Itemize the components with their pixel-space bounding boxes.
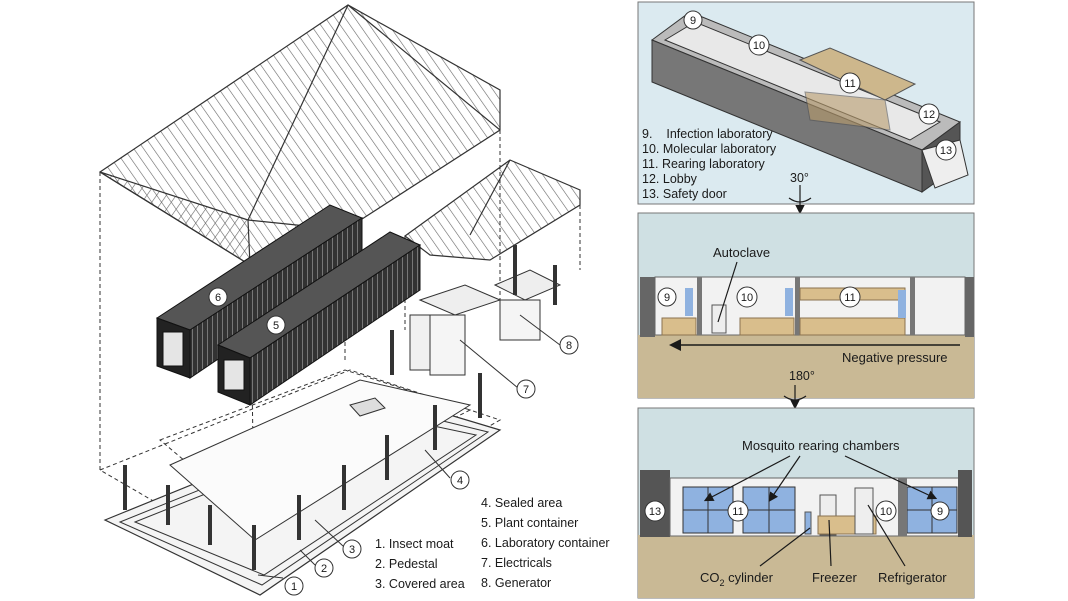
bottom-callout-11: 11 [732, 506, 743, 518]
rearing-chamber-left [682, 486, 734, 534]
callout-3: 3 [349, 544, 355, 556]
top-callout-13: 13 [940, 145, 952, 157]
bottom-callout-13: 13 [649, 506, 661, 518]
refrigerator-shape [854, 487, 874, 535]
legend-item: 4. Sealed area [481, 496, 563, 510]
main-roof [98, 4, 501, 267]
callout-5: 5 [273, 320, 279, 332]
callout-2: 2 [321, 563, 327, 575]
callout-circle-6 [208, 287, 228, 307]
co2-cylinder-shape [804, 511, 812, 535]
callout-circle-3 [342, 539, 362, 559]
site-legend-right: 4. Sealed area 5. Plant container 6. Lab… [481, 493, 610, 593]
rotation-arrow-30: 30° [788, 171, 812, 215]
legend-item: 1. Insect moat [375, 537, 454, 551]
legend-item: 11. Rearing laboratory [642, 157, 765, 171]
rotation-30-label: 30° [790, 171, 809, 185]
legend-item: 5. Plant container [481, 516, 579, 530]
top-callout-10: 10 [753, 40, 765, 52]
mosquito-chambers-label: Mosquito rearing chambers [742, 438, 900, 453]
middle-callout-10: 10 [741, 292, 753, 304]
legend-item: 12. Lobby [642, 172, 697, 186]
refrigerator-label: Refrigerator [878, 570, 947, 585]
top-callout-12: 12 [923, 109, 935, 121]
entry-steps [349, 397, 386, 417]
site-isometric-diagram: 1 2 3 4 5 6 7 8 [98, 4, 581, 596]
bottom-callout-9: 9 [937, 506, 943, 518]
middle-callout-9: 9 [664, 292, 670, 304]
legend-item: 13. Safety door [642, 187, 727, 201]
legend-item: 6. Laboratory container [481, 536, 610, 550]
equipment-leader-lines [759, 504, 906, 567]
mosquito-leader-lines [703, 455, 938, 502]
bottom-floor [638, 535, 974, 598]
fence-posts [123, 245, 557, 570]
callout-circle-4 [450, 470, 470, 490]
legend-item: 9. Infection laboratory [642, 127, 773, 141]
legend-item: 8. Generator [481, 576, 552, 590]
callout-circle-7 [516, 379, 536, 399]
legend-item: 10. Molecular laboratory [642, 142, 777, 156]
legend-item: 7. Electricals [481, 556, 552, 570]
callout-circle-5 [266, 315, 286, 335]
rotation-arrow-180: 180° [783, 369, 815, 410]
site-legend-left: 1. Insect moat 2. Pedestal 3. Covered ar… [375, 534, 465, 594]
site-callouts: 1 2 3 4 5 6 7 8 [208, 287, 579, 596]
callout-7: 7 [523, 384, 529, 396]
callout-circle-1 [284, 576, 304, 596]
middle-callout-11: 11 [844, 292, 855, 304]
middle-panel: Autoclave 9 10 11 Negative pressure [637, 212, 975, 399]
top-panel-legend: 9. Infection laboratory 10. Molecular la… [642, 127, 776, 202]
top-panel: 9 10 11 12 13 [637, 1, 975, 205]
callout-8: 8 [566, 340, 572, 352]
top-callout-9: 9 [690, 15, 696, 27]
legend-item: 2. Pedestal [375, 557, 438, 571]
rearing-chamber-middle [742, 486, 796, 534]
negative-pressure-label: Negative pressure [842, 350, 948, 365]
callout-6: 6 [215, 292, 221, 304]
electricals-box [409, 284, 502, 376]
top-callout-11: 11 [844, 78, 855, 90]
callout-4: 4 [457, 475, 463, 487]
callout-1: 1 [291, 581, 297, 593]
rotation-180-label: 180° [789, 369, 815, 383]
autoclave-label: Autoclave [713, 245, 770, 260]
generator-unit [493, 269, 562, 341]
bottom-panel: Mosquito rearing chambers 13 11 10 9 CO2… [637, 407, 975, 599]
freezer-label: Freezer [812, 570, 857, 585]
bottom-callout-10: 10 [880, 506, 892, 518]
co2-cylinder-label: CO2 cylinder [700, 570, 774, 588]
legend-item: 3. Covered area [375, 577, 465, 591]
callout-circle-2 [314, 558, 334, 578]
base-platform [103, 379, 502, 596]
callout-circle-8 [559, 335, 579, 355]
